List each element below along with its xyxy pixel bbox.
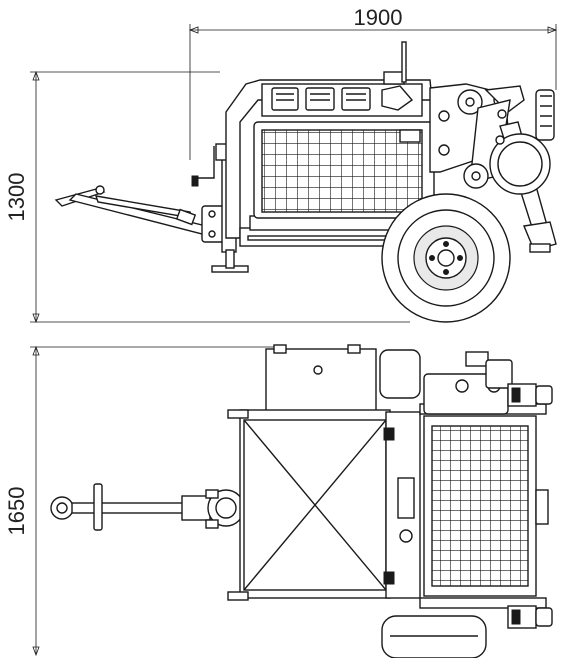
wheel-top (381, 615, 487, 658)
top-view (50, 344, 553, 658)
width-label: 1650 (4, 487, 29, 536)
hitch-assembly-side (201, 205, 227, 243)
side-view (54, 41, 557, 323)
length-label: 1900 (354, 5, 403, 30)
height-dimension: 1300 (4, 70, 410, 324)
mesh-guard-side (253, 121, 435, 219)
deck-panel-top (227, 409, 391, 601)
length-dimension: 1900 (188, 5, 558, 160)
height-label: 1300 (4, 173, 29, 222)
tool-box-top (265, 344, 377, 412)
drawbar-side (54, 185, 216, 237)
wheel-side (381, 193, 511, 323)
clamps-top (507, 383, 553, 629)
width-dimension: 1650 (4, 345, 280, 657)
engine-top (379, 349, 513, 415)
drawbar-top (50, 483, 245, 531)
capstan-assembly-side (429, 83, 557, 253)
top-panel-side (261, 41, 423, 117)
mesh-guard-top (423, 415, 537, 597)
